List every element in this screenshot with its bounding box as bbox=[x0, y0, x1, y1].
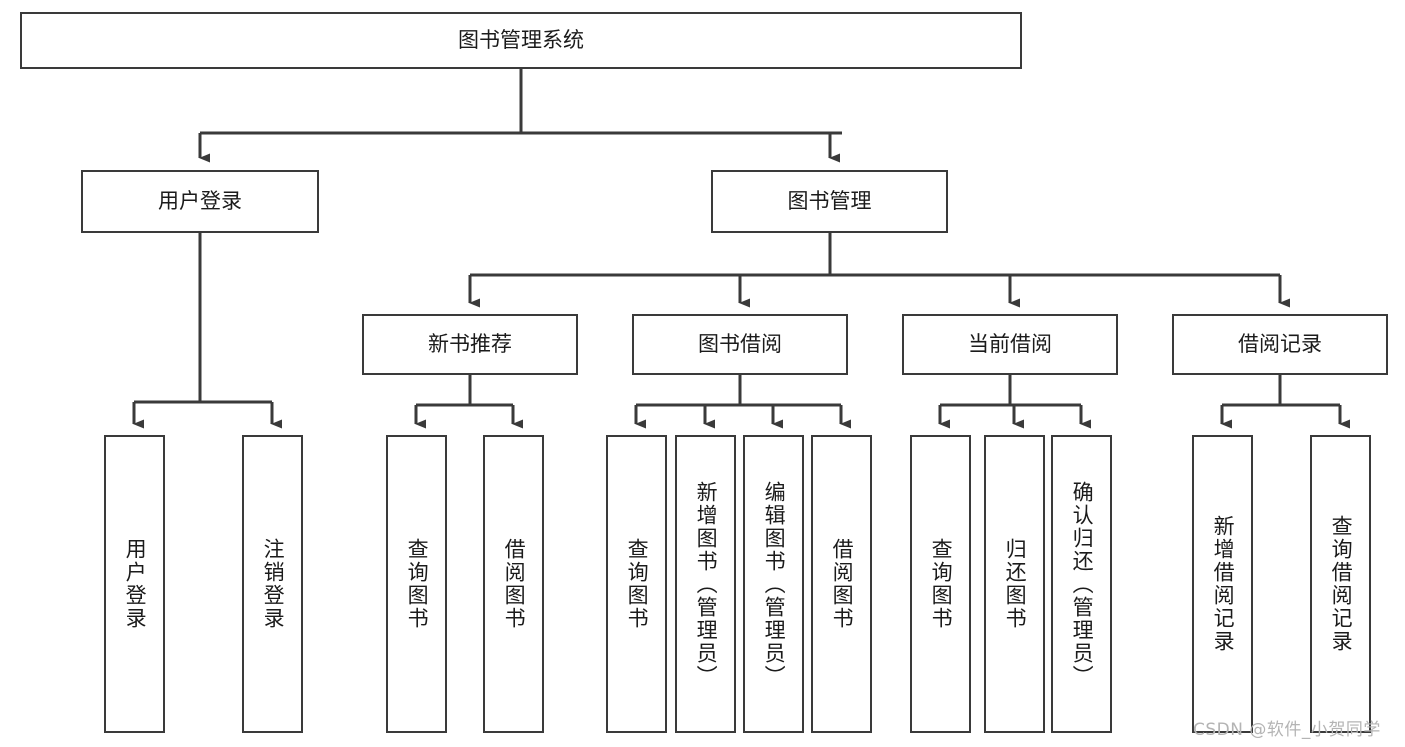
node-label: 查询借阅记录 bbox=[1329, 515, 1354, 653]
node-leaf-return-book[interactable]: 归还图书 bbox=[984, 435, 1045, 733]
node-label: 确认归还（管理员） bbox=[1070, 480, 1095, 688]
node-label: 注销登录 bbox=[261, 538, 286, 630]
node-label: 新书推荐 bbox=[428, 332, 512, 357]
node-leaf-query-borrow-record[interactable]: 查询借阅记录 bbox=[1310, 435, 1371, 733]
node-label: 图书管理 bbox=[787, 189, 872, 214]
node-leaf-query-book-1[interactable]: 查询图书 bbox=[386, 435, 447, 733]
node-book-management[interactable]: 图书管理 bbox=[711, 170, 948, 233]
node-leaf-user-logout[interactable]: 注销登录 bbox=[242, 435, 303, 733]
node-leaf-query-book-2[interactable]: 查询图书 bbox=[606, 435, 667, 733]
node-leaf-query-book-3[interactable]: 查询图书 bbox=[910, 435, 971, 733]
node-label: 借阅记录 bbox=[1238, 332, 1322, 357]
node-label: 当前借阅 bbox=[968, 332, 1052, 357]
node-leaf-borrow-book-1[interactable]: 借阅图书 bbox=[483, 435, 544, 733]
node-label: 查询图书 bbox=[929, 538, 954, 630]
node-borrow-record[interactable]: 借阅记录 bbox=[1172, 314, 1388, 375]
node-user-login[interactable]: 用户登录 bbox=[81, 170, 319, 233]
node-book-borrow[interactable]: 图书借阅 bbox=[632, 314, 848, 375]
watermark-text: CSDN @软件_小贺同学 bbox=[1193, 720, 1381, 740]
node-leaf-user-login[interactable]: 用户登录 bbox=[104, 435, 165, 733]
node-leaf-confirm-return[interactable]: 确认归还（管理员） bbox=[1051, 435, 1112, 733]
node-current-borrow[interactable]: 当前借阅 bbox=[902, 314, 1118, 375]
node-label: 图书管理系统 bbox=[458, 28, 584, 53]
node-label: 新增图书（管理员） bbox=[694, 480, 719, 688]
node-new-book-recommend[interactable]: 新书推荐 bbox=[362, 314, 578, 375]
node-label: 编辑图书（管理员） bbox=[762, 480, 787, 688]
node-label: 归还图书 bbox=[1003, 538, 1028, 630]
node-label: 查询图书 bbox=[625, 538, 650, 630]
node-leaf-add-book[interactable]: 新增图书（管理员） bbox=[675, 435, 736, 733]
node-label: 借阅图书 bbox=[830, 538, 855, 630]
node-leaf-edit-book[interactable]: 编辑图书（管理员） bbox=[743, 435, 804, 733]
node-leaf-borrow-book-2[interactable]: 借阅图书 bbox=[811, 435, 872, 733]
node-label: 用户登录 bbox=[123, 538, 148, 630]
node-label: 新增借阅记录 bbox=[1211, 515, 1236, 653]
node-label: 查询图书 bbox=[405, 538, 430, 630]
node-root-system[interactable]: 图书管理系统 bbox=[20, 12, 1022, 69]
node-label: 图书借阅 bbox=[698, 332, 782, 357]
node-leaf-add-borrow-record[interactable]: 新增借阅记录 bbox=[1192, 435, 1253, 733]
node-label: 用户登录 bbox=[158, 189, 242, 214]
node-label: 借阅图书 bbox=[502, 538, 527, 630]
